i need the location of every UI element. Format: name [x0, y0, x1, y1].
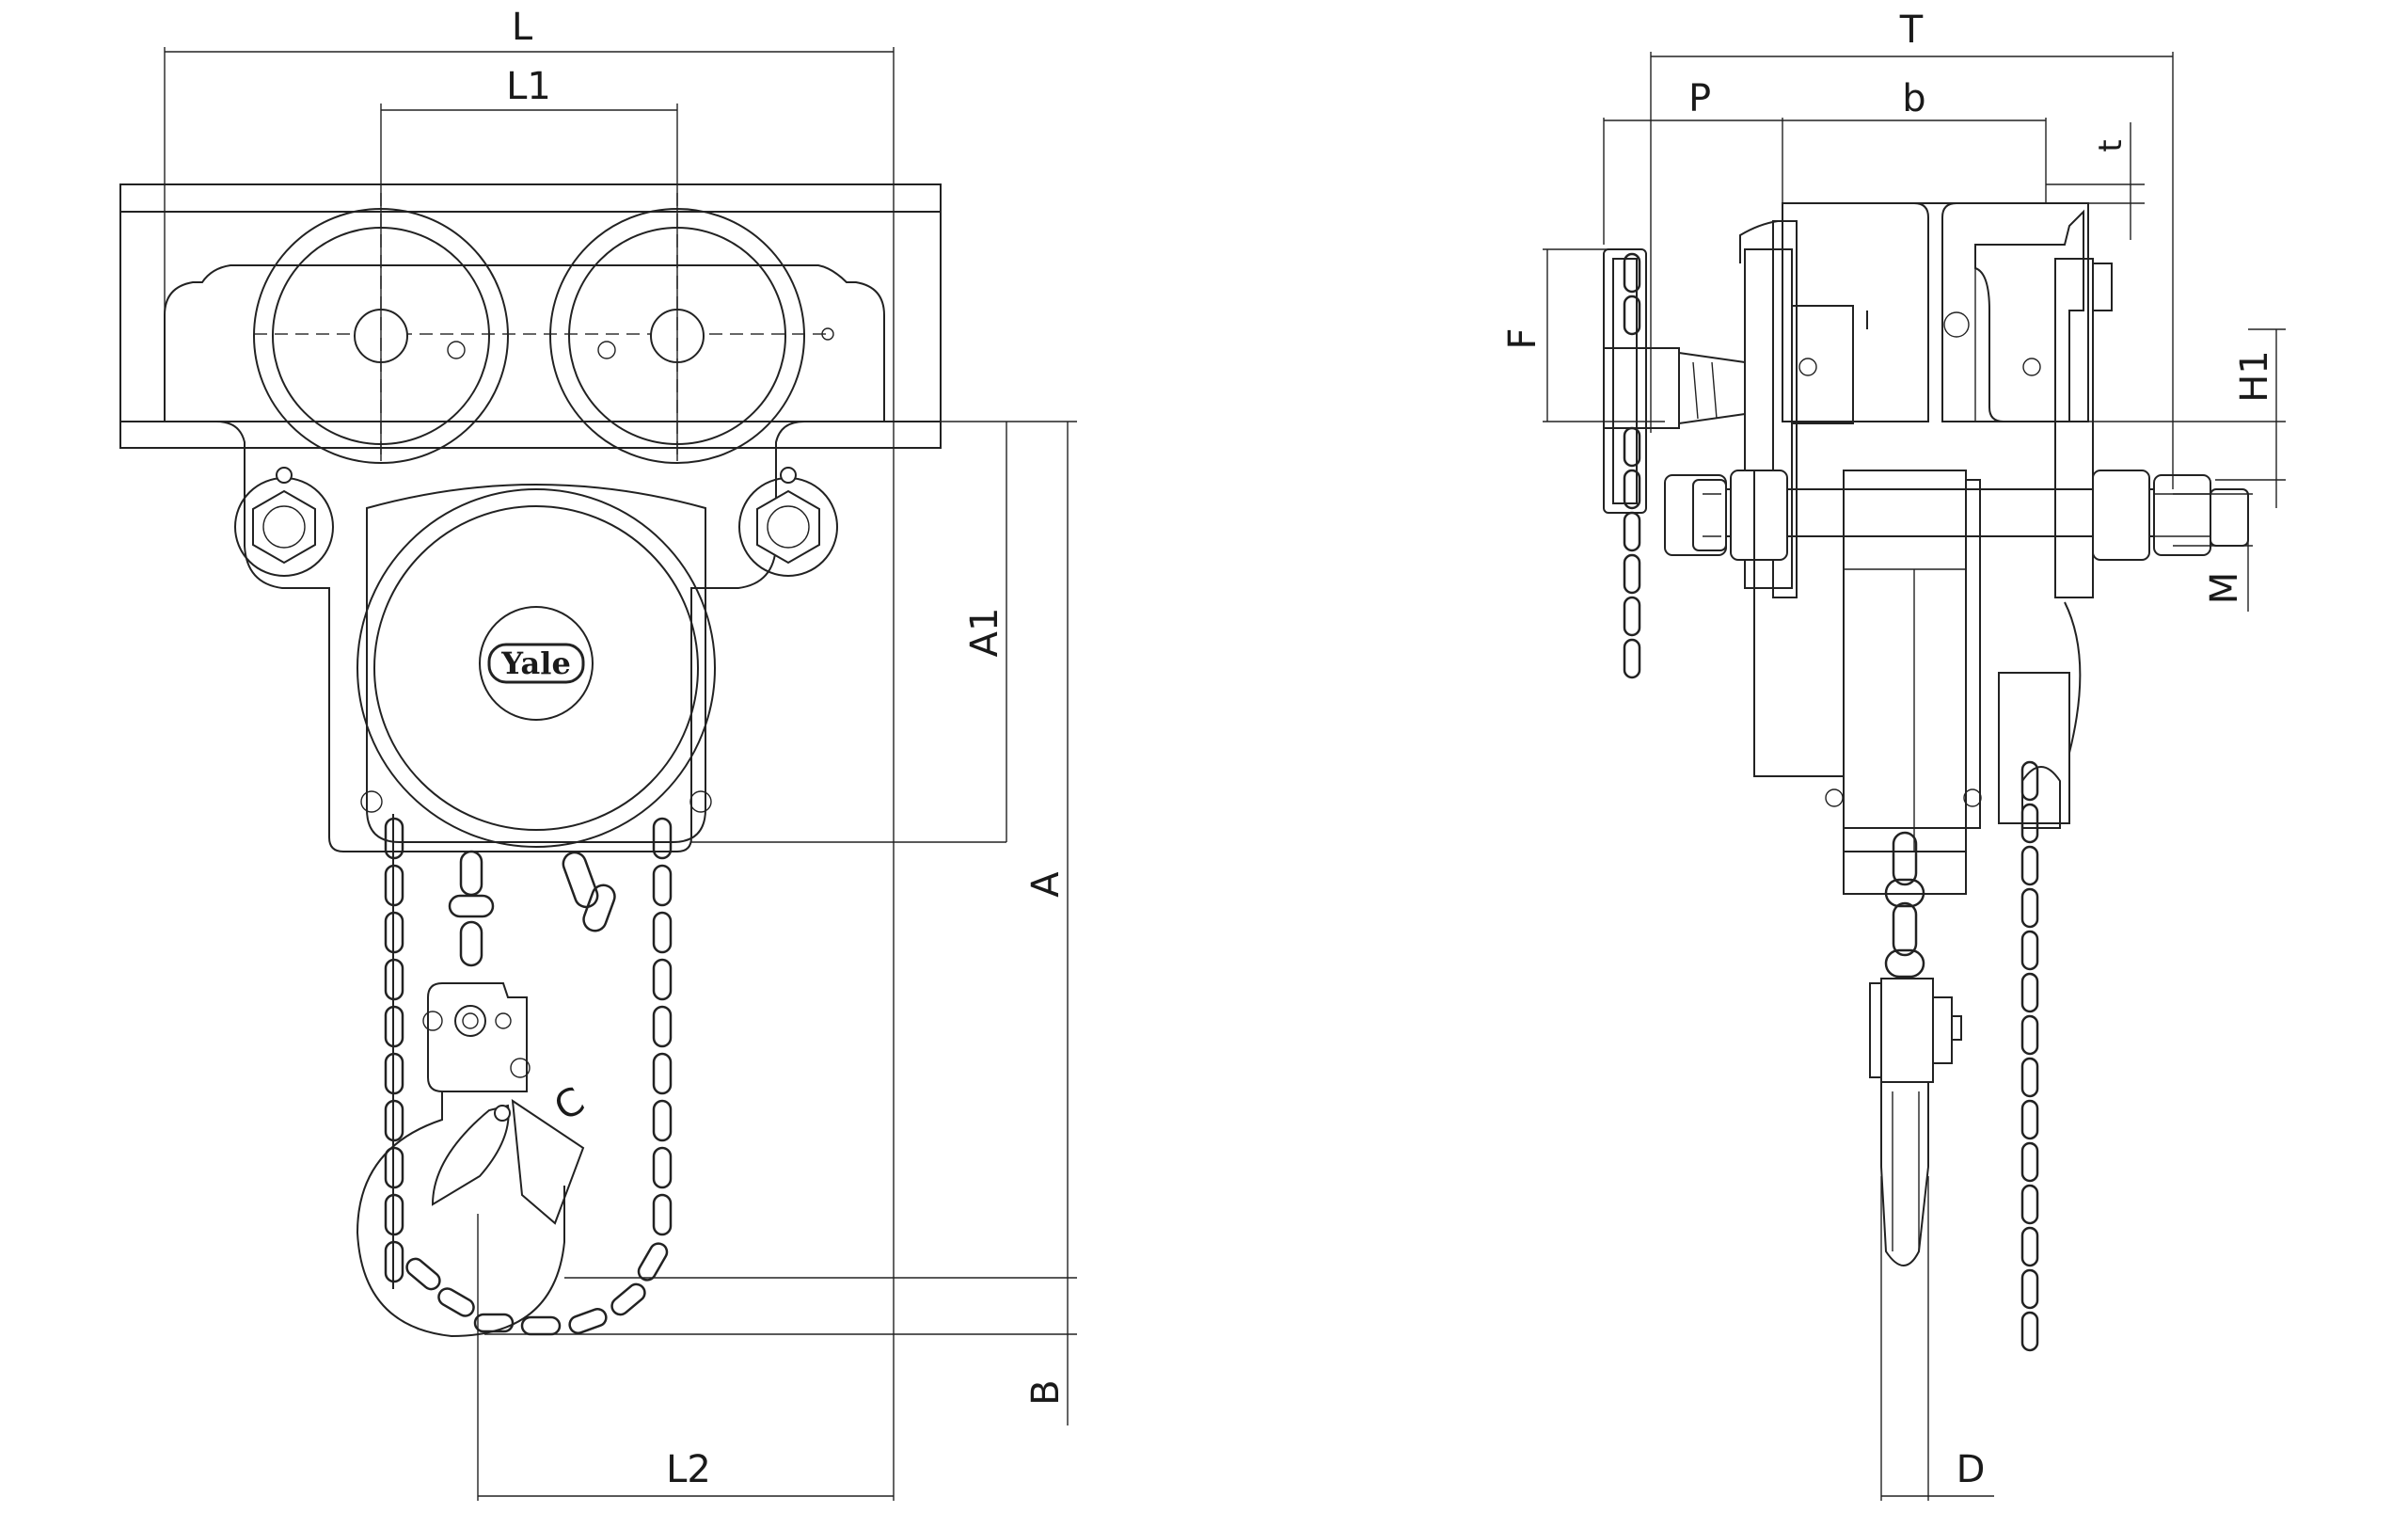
chain-hand-left [384, 814, 404, 1289]
dim-label-D: D [1956, 1448, 1986, 1491]
cross-shaft [1664, 470, 2249, 561]
dim-label-F: F [1501, 327, 1545, 349]
beam [119, 183, 942, 449]
dim-label-A: A [1024, 871, 1068, 898]
load-chain-side [1884, 831, 1925, 979]
hand-chain-side-right [2020, 760, 2039, 1352]
dim-label-M: M [2203, 572, 2246, 605]
dim-label-P: P [1688, 77, 1711, 120]
trolley-side-plate [164, 264, 885, 852]
chain-load [448, 850, 616, 967]
dim-label-t: t [2092, 139, 2130, 151]
side-dimensions: T P b t F H1 M D [1501, 8, 2286, 1501]
hex-bolt-right [738, 467, 838, 577]
hex-bolt-left [234, 467, 334, 577]
bottom-block [422, 982, 531, 1092]
front-view: Yale [119, 183, 942, 1338]
load-hook [356, 1091, 585, 1338]
chain-hand-loop [405, 1257, 646, 1336]
hoist-body-side [1753, 470, 2082, 895]
dim-label-H1: H1 [2233, 350, 2276, 403]
hoist-body [356, 484, 716, 848]
dim-label-L: L [512, 6, 533, 49]
dim-label-B: B [1024, 1379, 1068, 1405]
front-dimensions: L L1 A1 A B L2 C [164, 6, 1077, 1501]
trolley-side-left [1603, 220, 1854, 598]
trolley-side-right [1974, 209, 2113, 598]
dim-label-b: b [1902, 77, 1925, 120]
beam-side [1782, 202, 2089, 422]
side-view [1603, 202, 2249, 1352]
dim-label-A1: A1 [963, 608, 1006, 658]
dim-label-L1: L1 [506, 65, 551, 108]
yale-logo-text: Yale [500, 645, 571, 681]
dim-label-T: T [1899, 8, 1924, 52]
bottom-block-side [1869, 978, 1962, 1266]
dim-label-L2: L2 [666, 1448, 711, 1491]
hand-chain-side [1623, 252, 1641, 679]
dim-label-C: C [547, 1079, 592, 1130]
yale-logo: Yale [479, 606, 594, 721]
chain-hand-right [637, 817, 673, 1282]
